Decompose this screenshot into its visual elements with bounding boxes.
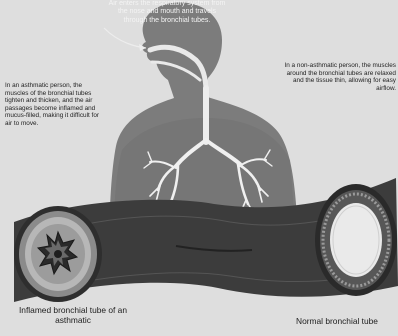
asthmatic-description: In an asthmatic person, the muscles of t… (5, 82, 107, 127)
normal-tube-label: Normal bronchial tube (274, 317, 398, 327)
inflamed-tube-label: Inflamed bronchial tube of an asthmatic (2, 306, 144, 326)
normal-tube-end (315, 184, 397, 296)
inflamed-tube-end (14, 206, 102, 302)
non-asthmatic-description: In a non-asthmatic person, the muscles a… (278, 62, 396, 92)
top-caption: Air enters the respiratory system from t… (108, 0, 226, 25)
open-airway (330, 203, 382, 277)
